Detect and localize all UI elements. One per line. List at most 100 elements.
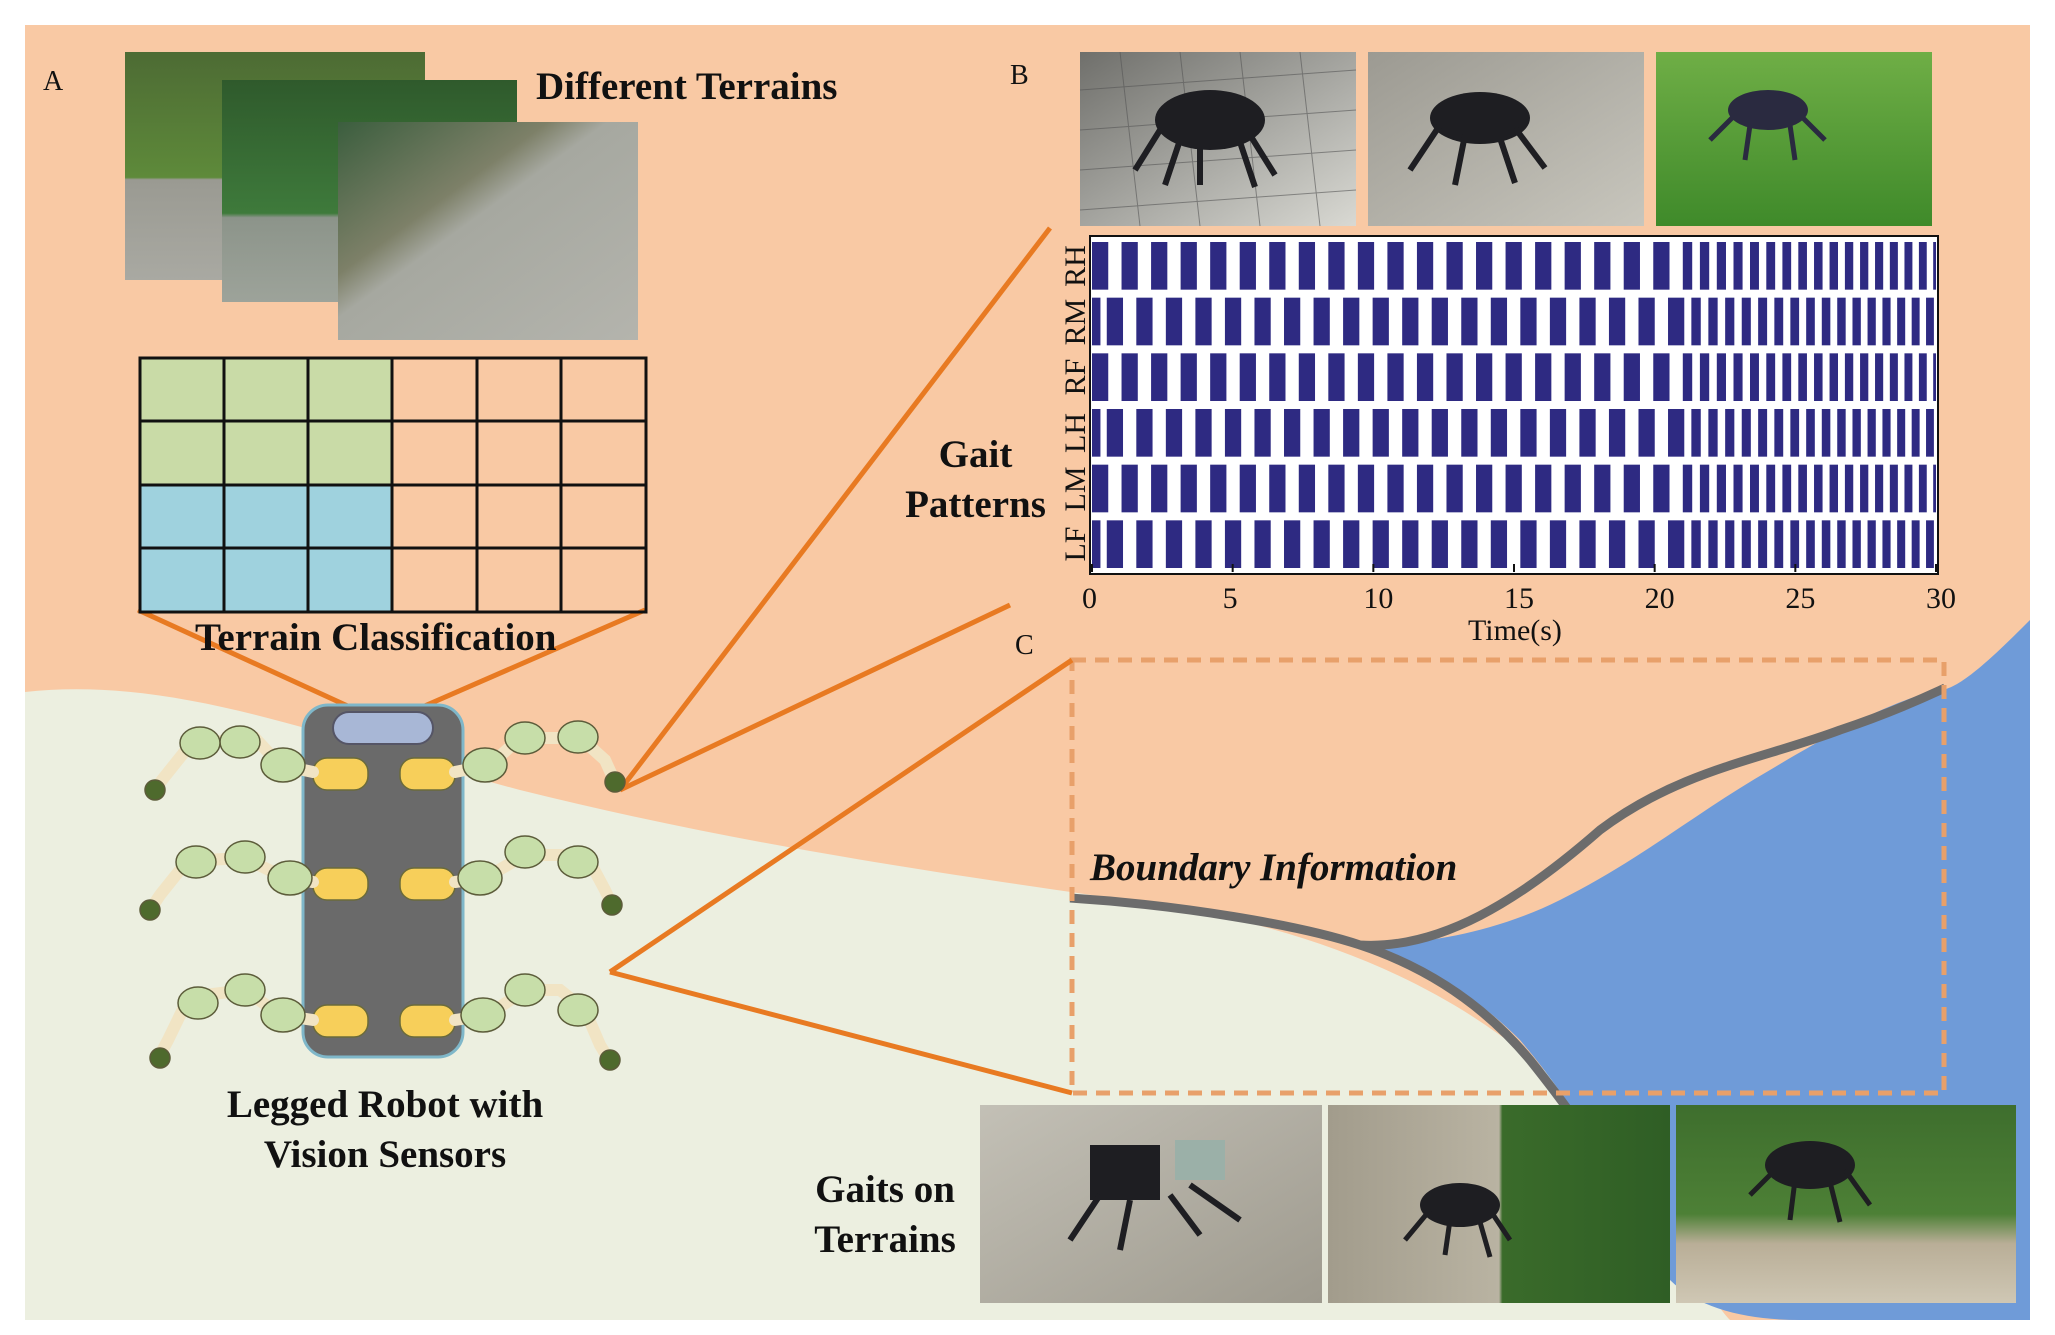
gait-x-tick-label: 10	[1363, 582, 1394, 615]
gait-stance-bar	[1269, 242, 1286, 290]
gait-stance-bar	[1852, 409, 1861, 457]
gait-stance-bar	[1798, 242, 1807, 290]
gait-stance-bar	[1121, 353, 1138, 401]
gait-stance-bar	[1904, 353, 1913, 401]
gait-stance-bar	[1254, 297, 1271, 346]
terrain-robot-photos	[980, 1105, 2016, 1303]
leg-left-front	[144, 725, 319, 801]
gait-leg-label: RH	[1059, 244, 1092, 287]
gait-stance-bar	[1889, 464, 1898, 513]
gait-stance-bar	[1461, 520, 1478, 568]
gait-stance-bar	[1594, 353, 1611, 401]
gait-stance-bar	[1446, 464, 1463, 513]
gait-stance-bar	[1402, 409, 1419, 457]
gait-stance-bar	[1269, 464, 1286, 513]
terrain-photo-3	[338, 122, 638, 340]
gaits-on-terrains-title: Gaits on Terrains	[790, 1165, 980, 1265]
gait-stance-bar	[1889, 353, 1898, 401]
different-terrains-title: Different Terrains	[536, 65, 838, 108]
gait-stance-bar	[1918, 464, 1927, 513]
robot-title: Legged Robot with Vision Sensors	[200, 1080, 570, 1180]
gait-stance-bar	[1195, 409, 1212, 457]
gait-stance-bar	[1579, 297, 1596, 346]
gait-stance-bar	[1092, 297, 1101, 346]
boundary-detail-box	[1069, 657, 1947, 1096]
gait-stance-bar	[1165, 297, 1183, 346]
leg-right-hind	[449, 973, 621, 1071]
robot-on-tiles-photo	[1079, 51, 1357, 227]
gait-stance-bar	[1733, 464, 1743, 513]
gait-stance-bar	[1829, 353, 1838, 401]
robot-on-cobblestone-photo	[1368, 52, 1644, 226]
gait-stance-bar	[1774, 409, 1784, 457]
gait-stance-bar	[1357, 353, 1375, 401]
gait-stance-bar	[1151, 242, 1168, 290]
gait-stance-bar	[1904, 242, 1913, 290]
gait-stance-bar	[1798, 464, 1807, 513]
gait-stance-bar	[1691, 409, 1701, 457]
gait-stance-bar	[1638, 409, 1655, 457]
gait-stance-bar	[1782, 242, 1792, 290]
gait-stance-bar	[1860, 464, 1869, 513]
gait-stance-bar	[1520, 297, 1537, 346]
gait-stance-bar	[1708, 409, 1718, 457]
gait-stance-bar	[1638, 520, 1655, 568]
gait-stance-bar	[1343, 297, 1360, 346]
gait-stance-bar	[1476, 464, 1493, 513]
gait-stance-bar	[1782, 464, 1792, 513]
gait-tick-marks	[1091, 564, 1937, 572]
gait-stance-bar	[1387, 242, 1404, 290]
gait-stance-bar	[1313, 409, 1330, 457]
gait-stance-bar	[1749, 353, 1759, 401]
gait-stance-bar	[1121, 464, 1138, 513]
gait-stance-bar	[1239, 464, 1256, 513]
gait-stance-bar	[1691, 520, 1701, 568]
gait-stance-bar	[1733, 242, 1743, 290]
gait-stance-bar	[1431, 520, 1448, 568]
gait-chart-frame	[1089, 235, 1939, 575]
gait-x-tick-label: 0	[1082, 582, 1097, 615]
gait-stance-bar	[1814, 464, 1823, 513]
gait-stance-bar	[1829, 242, 1838, 290]
gait-stance-bar	[1180, 242, 1197, 290]
gait-stance-bar	[1224, 520, 1242, 568]
gait-stance-bar	[1716, 464, 1726, 513]
gait-stance-bar	[1490, 297, 1508, 346]
gait-stance-bar	[1092, 520, 1101, 568]
gait-stance-bar	[1806, 297, 1815, 346]
gait-stance-bar	[1699, 242, 1710, 290]
gait-stance-bar	[1446, 353, 1463, 401]
gait-stance-bar	[1549, 409, 1567, 457]
gait-stance-bar	[1416, 353, 1434, 401]
gait-stance-bar	[1298, 242, 1316, 290]
gait-stance-bar	[1790, 520, 1800, 568]
gait-stance-bar	[1911, 520, 1920, 568]
gait-stance-bar	[1402, 520, 1419, 568]
gait-stance-bar	[1837, 520, 1846, 568]
gait-stance-bar	[1716, 242, 1726, 290]
gait-stance-bar	[1904, 464, 1913, 513]
gait-stance-bar	[1725, 409, 1735, 457]
gait-stance-bar	[1725, 520, 1735, 568]
gait-stance-bar	[1431, 409, 1448, 457]
terrain-classification-grid	[138, 356, 648, 614]
gait-stance-bar	[1708, 520, 1718, 568]
gait-title-line2: Patterns	[905, 483, 1046, 526]
gait-stance-bar	[1911, 297, 1920, 346]
gait-stance-bar	[1535, 464, 1552, 513]
gait-stance-bar	[1608, 409, 1626, 457]
gait-stance-bar	[1882, 520, 1891, 568]
gait-stance-bar	[1699, 353, 1710, 401]
gait-stance-bar	[1313, 297, 1330, 346]
gait-stance-bar	[1121, 242, 1138, 290]
gait-stance-bar	[1505, 242, 1522, 290]
gait-stance-bar	[1766, 464, 1776, 513]
gait-stance-bar	[1520, 520, 1537, 568]
gait-stance-bar	[1766, 353, 1776, 401]
gait-stance-bar	[1725, 297, 1735, 346]
leg-right-front	[449, 720, 626, 793]
gait-stance-bar	[1782, 353, 1792, 401]
gait-stance-bar	[1733, 353, 1743, 401]
gait-stance-bar	[1136, 297, 1153, 346]
gait-stance-bar	[1668, 297, 1685, 346]
